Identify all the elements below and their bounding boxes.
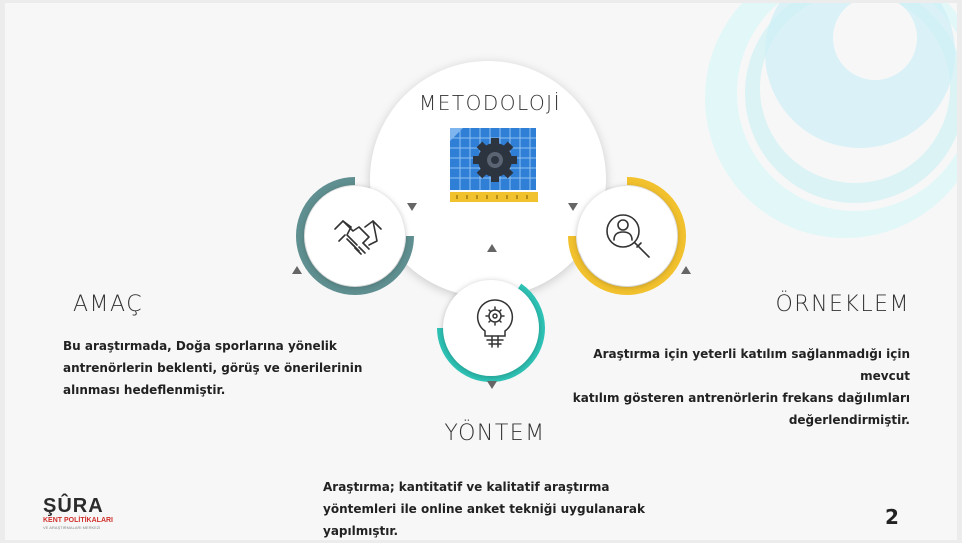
arrow-up-icon <box>681 266 691 274</box>
orneklem-ring <box>568 177 686 295</box>
text-line: yöntemleri ile online anket tekniği uygu… <box>323 502 645 516</box>
yontem-title: YÖNTEM <box>444 421 546 446</box>
decorative-rings <box>705 3 957 238</box>
amac-title: AMAÇ <box>73 292 144 317</box>
amac-text: Bu araştırmada, Doğa sporlarına yönelik … <box>63 335 363 401</box>
arrow-up-icon <box>292 266 302 274</box>
arrow-down-icon <box>407 203 417 211</box>
logo-sub1: KENT POLİTİKALARI <box>43 517 113 524</box>
person-search-icon <box>606 214 650 258</box>
text-line: Araştırma için yeterli katılım sağlanmad… <box>593 347 910 383</box>
lightbulb-gear-icon <box>476 299 514 348</box>
text-line: antrenörlerin beklenti, görüş ve önerile… <box>63 361 363 375</box>
text-line: değerlendirmiştir. <box>788 413 910 427</box>
amac-ring <box>296 177 414 295</box>
sura-logo: ŞÛRA KENT POLİTİKALARI VE ARAŞTIRMALARI … <box>43 496 133 531</box>
center-title: METODOLOJİ <box>419 91 561 115</box>
text-line: alınması hedeflenmiştir. <box>63 383 226 397</box>
text-line: Araştırma; kantitatif ve kalitatif araşt… <box>323 480 610 494</box>
logo-sub2: VE ARAŞTIRMALARI MERKEZİ <box>43 525 101 530</box>
text-line: Bu araştırmada, Doğa sporlarına yönelik <box>63 339 337 353</box>
orneklem-title: ÖRNEKLEM <box>775 292 910 317</box>
text-line: yapılmıştır. <box>323 524 399 538</box>
yontem-ring <box>437 280 546 382</box>
arrow-down-icon <box>568 203 578 211</box>
logo-main: ŞÛRA <box>43 495 104 517</box>
arrow-down-icon <box>487 381 497 389</box>
orneklem-text: Araştırma için yeterli katılım sağlanmad… <box>553 343 910 431</box>
yontem-text: Araştırma; kantitatif ve kalitatif araşt… <box>323 476 653 540</box>
handshake-icon <box>334 220 382 255</box>
blueprint-gear-icon <box>450 128 538 202</box>
page-number: 2 <box>885 505 899 529</box>
slide: METODOLOJİ <box>5 3 957 540</box>
text-line: katılım gösteren antrenörlerin frekans d… <box>572 391 910 405</box>
arrow-up-icon <box>487 244 497 252</box>
